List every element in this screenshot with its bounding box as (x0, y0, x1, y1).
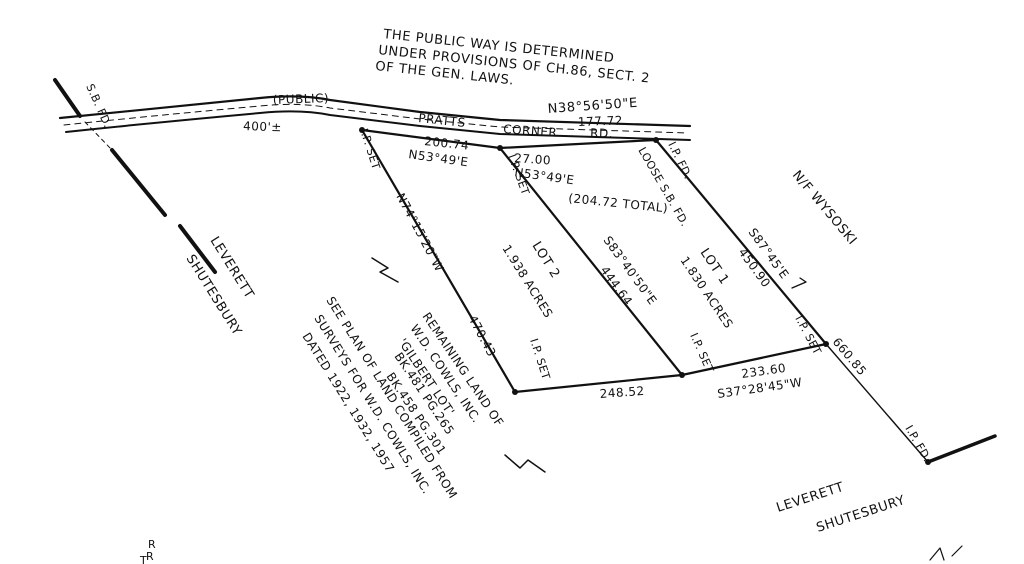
road-name-part2: CORNER (503, 122, 558, 140)
town-line-left-seg2 (110, 148, 167, 217)
corner-marker (679, 372, 685, 378)
marker-ip-set-bottom-mid: I.P. SET (687, 331, 716, 375)
road-public-label: (PUBLIC) (273, 91, 330, 107)
corner-marker (512, 389, 518, 395)
east-line (654, 138, 828, 346)
dim-west-line: N74°15'20"W (393, 191, 446, 274)
pointer-arrow-left (371, 257, 399, 283)
marker-ip-set-bottom-left: I.P. SET (527, 337, 553, 381)
road-distance: 177.72 (578, 113, 623, 129)
partial-signature (929, 545, 963, 561)
town-line-left-thin (84, 121, 113, 151)
front-line-lot2 (360, 128, 502, 150)
dim-rear-bearing: S37°28'45"W (716, 375, 803, 401)
front-line-lot1 (498, 138, 658, 150)
dim-front-lot2: 200.74 (424, 134, 470, 153)
dim-rear-lot1: 233.60 (740, 361, 787, 381)
dim-total: (204.72 TOTAL) (568, 191, 669, 215)
road-centerline (63, 103, 689, 134)
rear-line-lot1 (680, 342, 828, 377)
pointer-arrow-bottom (504, 454, 546, 473)
marker-ip-set-top-left: I.P. SET (357, 127, 383, 171)
dim-west-line-length: 470.43 (465, 313, 498, 359)
corner-marker (823, 341, 829, 347)
fragment-line-3: T (139, 554, 147, 564)
dim-rear-lot2: 248.52 (599, 384, 645, 401)
lot2-name: LOT 2 (529, 239, 563, 281)
east-line-arrow (791, 277, 807, 289)
corner-marker (925, 459, 931, 465)
corner-marker (497, 145, 503, 151)
road-name-part3: RD. (590, 126, 613, 141)
marker-ip-fd-bottom: I.P. FD. (902, 423, 933, 464)
dim-front-lot1: 27.00 (514, 151, 552, 168)
corner-marker (653, 137, 659, 143)
road-bearing: N38°56'50"E (547, 96, 638, 117)
fragment-line-1: R (148, 538, 156, 551)
west-line (360, 128, 517, 394)
rear-line-lot2 (513, 373, 684, 394)
fragment-line-2: R (146, 550, 154, 563)
road-left-distance: 400'± (243, 119, 282, 134)
middle-line (498, 146, 684, 377)
town-line-left-seg1 (53, 78, 82, 118)
road-name-part1: PRATTS (418, 111, 467, 130)
road-edge-south (65, 110, 691, 141)
town-line-left-seg3 (178, 224, 217, 274)
east-line-extension (825, 343, 929, 463)
marker-ip-fd-top-right: I.P. FD. (665, 140, 694, 182)
corner-marker (359, 127, 365, 133)
town-line-bottom (926, 434, 997, 464)
road-edge-north (58, 95, 692, 128)
town-bottom-leverett: LEVERETT (775, 480, 846, 516)
abutter-east: N/F WYSOSKI (789, 168, 860, 248)
